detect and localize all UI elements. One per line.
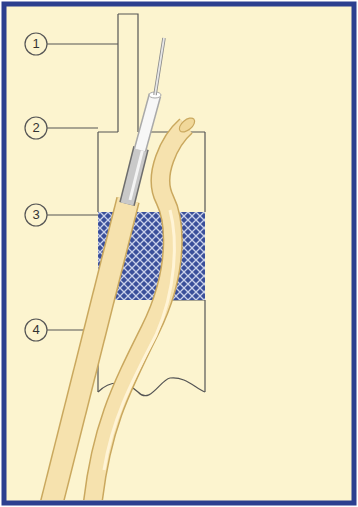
callout-number: 2 — [25, 117, 47, 139]
callout-number: 1 — [25, 33, 47, 55]
callout-number: 3 — [25, 204, 47, 226]
callout-number: 4 — [25, 319, 47, 341]
